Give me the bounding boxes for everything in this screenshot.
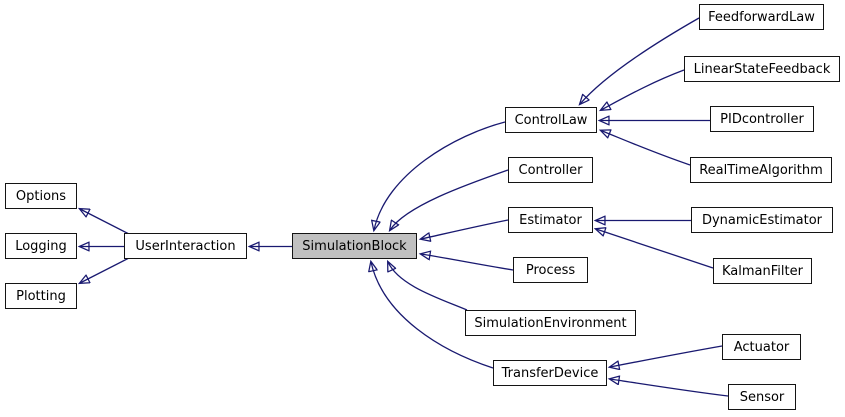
node-options[interactable]: Options: [5, 183, 77, 209]
edge-estimator-to-simulationblock: [421, 219, 509, 239]
edge-realtimealgorithm-to-controllaw: [601, 131, 691, 166]
node-process[interactable]: Process: [513, 257, 588, 283]
node-simulationenvironment[interactable]: SimulationEnvironment: [465, 310, 636, 336]
node-dynamicestimator[interactable]: DynamicEstimator: [691, 207, 833, 233]
edge-kalmanfilter-to-estimator: [596, 229, 714, 269]
edge-actuator-to-transferdevice: [610, 345, 723, 367]
edge-linearstatefeedback-to-controllaw: [601, 69, 685, 110]
node-plotting[interactable]: Plotting: [5, 283, 77, 309]
node-controllaw[interactable]: ControlLaw: [505, 107, 597, 133]
node-controller[interactable]: Controller: [508, 157, 593, 183]
edge-feedforwardlaw-to-controllaw: [580, 17, 700, 104]
node-pidcontroller[interactable]: PIDcontroller: [710, 106, 814, 132]
node-userinteraction[interactable]: UserInteraction: [124, 233, 247, 259]
node-actuator[interactable]: Actuator: [722, 334, 801, 360]
edge-controllaw-to-simulationblock: [374, 121, 506, 230]
node-kalmanfilter[interactable]: KalmanFilter: [713, 258, 812, 284]
edge-simulationenvironment-to-simulationblock: [388, 262, 468, 311]
node-feedforwardlaw[interactable]: FeedforwardLaw: [699, 4, 824, 30]
node-estimator[interactable]: Estimator: [508, 207, 593, 233]
node-sensor[interactable]: Sensor: [728, 384, 796, 410]
edge-userinteraction-to-options: [80, 209, 130, 235]
node-linearstatefeedback[interactable]: LinearStateFeedback: [684, 56, 840, 82]
edge-transferdevice-to-simulationblock: [371, 262, 494, 369]
edge-userinteraction-to-plotting: [80, 257, 130, 283]
node-simulationblock[interactable]: SimulationBlock: [292, 233, 417, 259]
edge-sensor-to-transferdevice: [610, 379, 729, 397]
node-transferdevice[interactable]: TransferDevice: [493, 360, 607, 386]
node-logging[interactable]: Logging: [5, 233, 77, 259]
edge-controller-to-simulationblock: [390, 169, 509, 230]
node-realtimealgorithm[interactable]: RealTimeAlgorithm: [690, 157, 832, 183]
edge-process-to-simulationblock: [421, 254, 514, 271]
edges-group: [80, 17, 729, 397]
